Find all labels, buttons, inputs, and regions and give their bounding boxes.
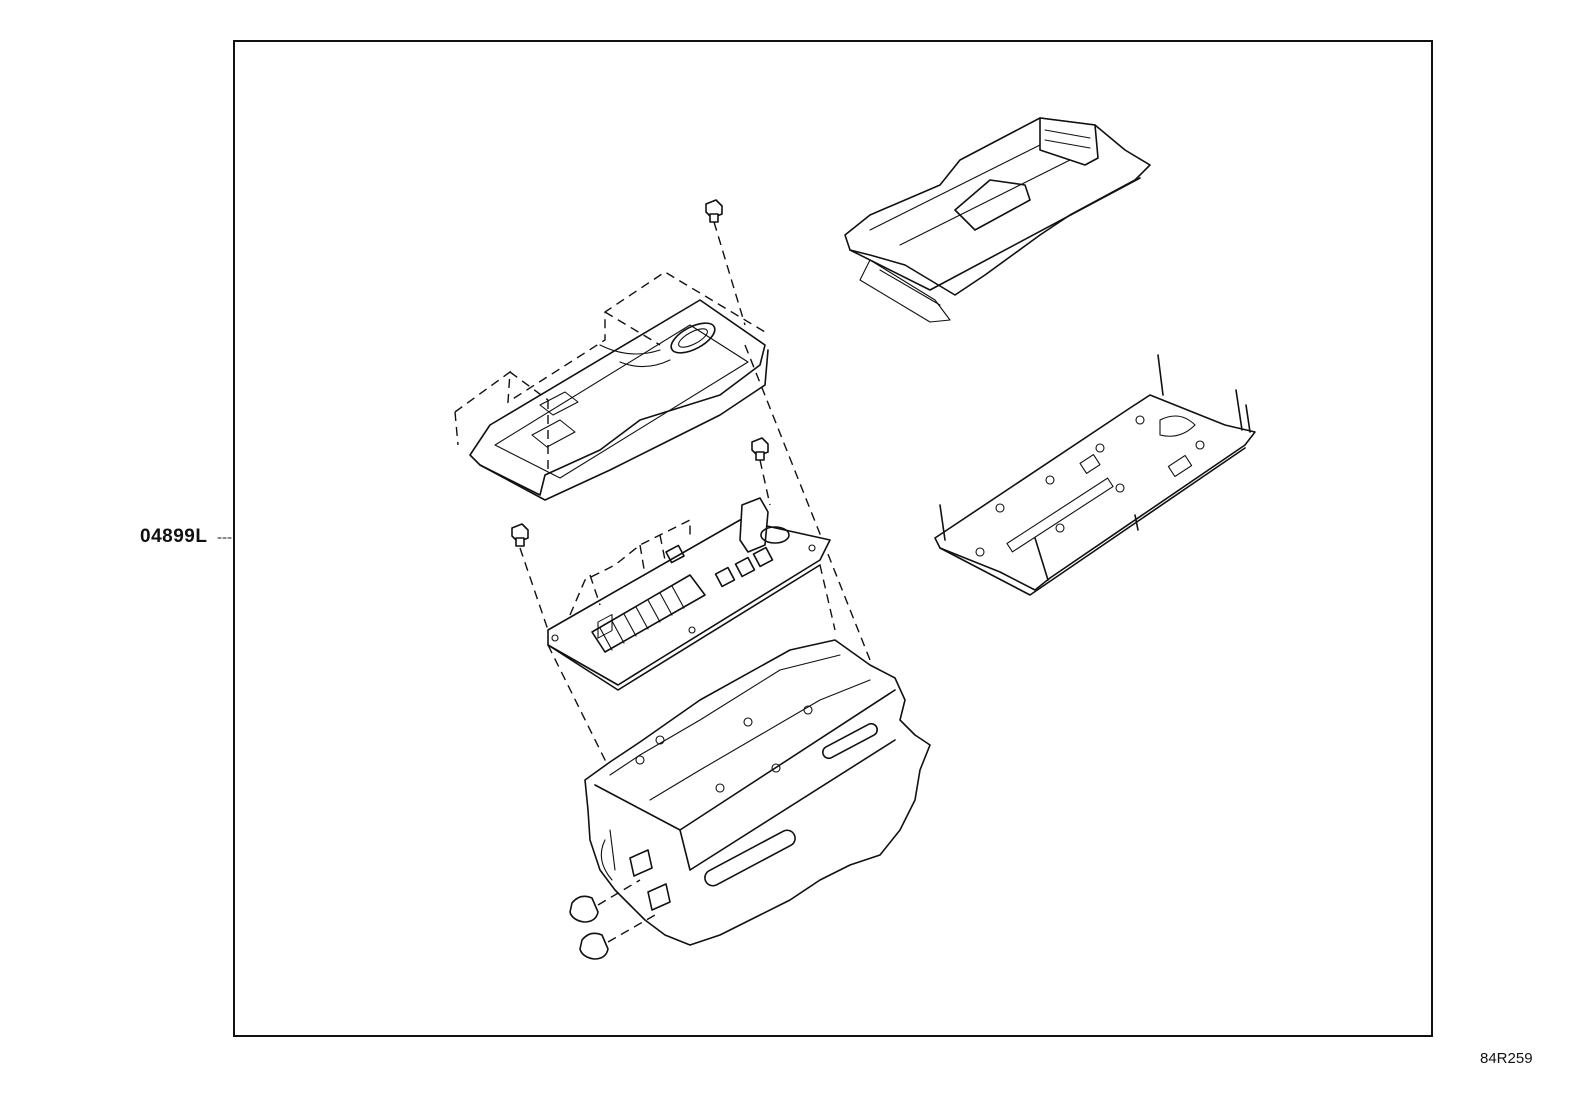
diagram-frame: [233, 40, 1433, 1037]
top-right-cover: [844, 117, 1151, 323]
mounting-plate: [934, 354, 1256, 596]
guide-line: [597, 879, 641, 906]
guide-line: [819, 564, 836, 631]
cap-lower: [579, 932, 609, 960]
bolt-middle: [751, 437, 771, 506]
guide-line: [547, 644, 611, 771]
circuit-board: [547, 497, 831, 691]
upper-cover-assembly: [454, 271, 769, 501]
lower-case-housing: [584, 639, 931, 946]
bolt-left: [511, 523, 549, 631]
figure-id: 84R259: [1480, 1050, 1533, 1067]
cap-upper: [569, 895, 599, 923]
callout-label: 04899L: [140, 526, 208, 547]
guide-line: [607, 914, 656, 943]
bolt-top: [705, 199, 871, 661]
